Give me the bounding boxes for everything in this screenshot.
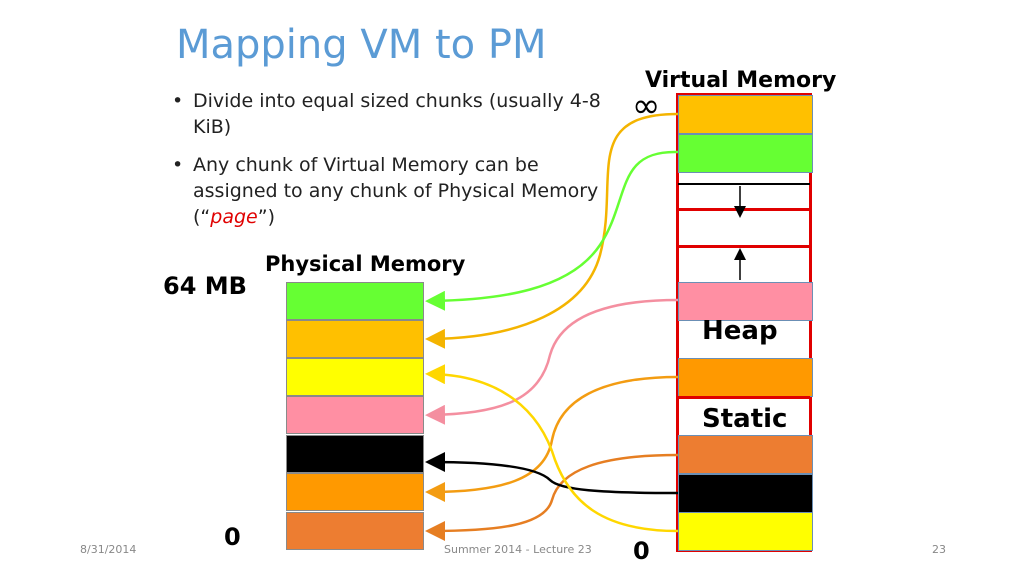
bullet-text-2-emphasis: page xyxy=(210,206,258,228)
vm-page-black xyxy=(678,474,813,513)
footer-date: 8/31/2014 xyxy=(80,543,137,556)
footer-page-number: 23 xyxy=(932,543,946,556)
bullet-text-2-post: ”) xyxy=(257,206,275,228)
vm-page-yellow xyxy=(678,512,813,551)
dark-orange-mapping-arrow xyxy=(425,453,679,541)
pink-mapping-arrow xyxy=(425,298,679,425)
pm-block-dark-orange xyxy=(286,512,424,550)
physical-memory-label: Physical Memory xyxy=(265,252,466,276)
yellow-mapping-arrow xyxy=(425,364,679,533)
gold-mapping-arrow xyxy=(425,112,679,349)
slide-title: Mapping VM to PM xyxy=(176,22,547,68)
physical-memory-bottom-label: 0 xyxy=(224,523,241,551)
vm-page-gold xyxy=(678,95,813,134)
pm-block-orange xyxy=(286,473,424,511)
footer-course: Summer 2014 - Lecture 23 xyxy=(444,543,592,556)
heap-label: Heap xyxy=(702,316,778,346)
bullet-list: Divide into equal sized chunks (usually … xyxy=(166,88,606,242)
vm-page-pink xyxy=(678,282,813,321)
bullet-item: Any chunk of Virtual Memory can be assig… xyxy=(166,152,606,230)
black-mapping-arrow xyxy=(425,452,679,495)
orange-mapping-arrow xyxy=(425,375,679,502)
vm-divider-line xyxy=(678,396,810,399)
vm-page-green xyxy=(678,134,813,173)
pm-block-green xyxy=(286,282,424,320)
pm-block-pink xyxy=(286,396,424,434)
virtual-memory-bottom-label: 0 xyxy=(633,537,650,565)
physical-memory-top-label: 64 MB xyxy=(163,272,247,300)
vm-page-orange xyxy=(678,358,813,397)
stack-boundary-line xyxy=(678,183,810,185)
pm-block-gold xyxy=(286,320,424,358)
vm-page-dark-orange xyxy=(678,435,813,474)
virtual-memory-label: Virtual Memory xyxy=(645,68,837,93)
green-mapping-arrow xyxy=(425,150,679,311)
vm-divider-line xyxy=(678,245,810,248)
pm-block-black xyxy=(286,435,424,473)
bullet-item: Divide into equal sized chunks (usually … xyxy=(166,88,606,140)
pm-block-yellow xyxy=(286,358,424,396)
bullet-text-2-pre: Any chunk of Virtual Memory can be assig… xyxy=(193,154,599,228)
static-label: Static xyxy=(702,404,788,434)
bullet-text-1: Divide into equal sized chunks (usually … xyxy=(193,90,601,138)
